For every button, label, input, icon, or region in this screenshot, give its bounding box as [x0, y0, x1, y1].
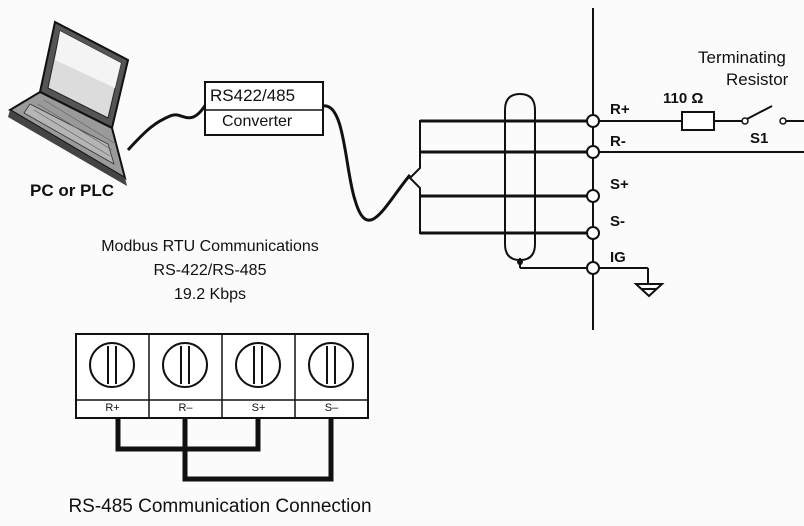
converter-box: [204, 81, 324, 136]
terminal-label-r-minus: R-: [610, 133, 626, 150]
resistor-body: [681, 111, 715, 131]
cable-converter-bus: [322, 104, 412, 222]
cable-bracket: [408, 120, 432, 234]
terminal-label-s-plus: S+: [610, 176, 629, 193]
signal-lines: [420, 119, 593, 235]
comm-info-line1: Modbus RTU Communications: [101, 238, 319, 255]
ground-icon: [599, 267, 665, 298]
comm-info-line3: 19.2 Kbps: [173, 286, 247, 303]
pc-label: PC or PLC: [30, 181, 115, 200]
converter-label-line2: Converter: [222, 113, 293, 130]
converter-label-line1: RS422/485: [210, 86, 296, 105]
block-label-r-minus: R–: [178, 402, 193, 414]
terminal-label-ig: IG: [610, 249, 626, 266]
block-label-r-plus: R+: [105, 402, 120, 414]
terminal-label-r-plus: R+: [610, 101, 630, 118]
comm-info-line2: RS-422/RS-485: [153, 262, 267, 279]
terminal-block: [75, 333, 369, 419]
switch-label: S1: [750, 130, 769, 147]
resistor-title-line2: Resistor: [726, 70, 789, 89]
terminal-label-s-minus: S-: [610, 213, 625, 230]
jumper-wires: [115, 418, 334, 482]
laptop-icon: [8, 20, 130, 186]
block-label-s-minus: S–: [324, 402, 339, 414]
cable-pc-converter: [126, 103, 208, 152]
resistor-title-line1: Terminating: [698, 48, 786, 67]
resistor-value: 110 Ω: [663, 90, 704, 107]
switch-s1: [746, 105, 773, 120]
block-label-s-plus: S+: [251, 402, 266, 414]
terminal-nodes: [586, 114, 600, 275]
bottom-caption: RS-485 Communication Connection: [68, 496, 372, 517]
cable-shield: [504, 92, 536, 262]
